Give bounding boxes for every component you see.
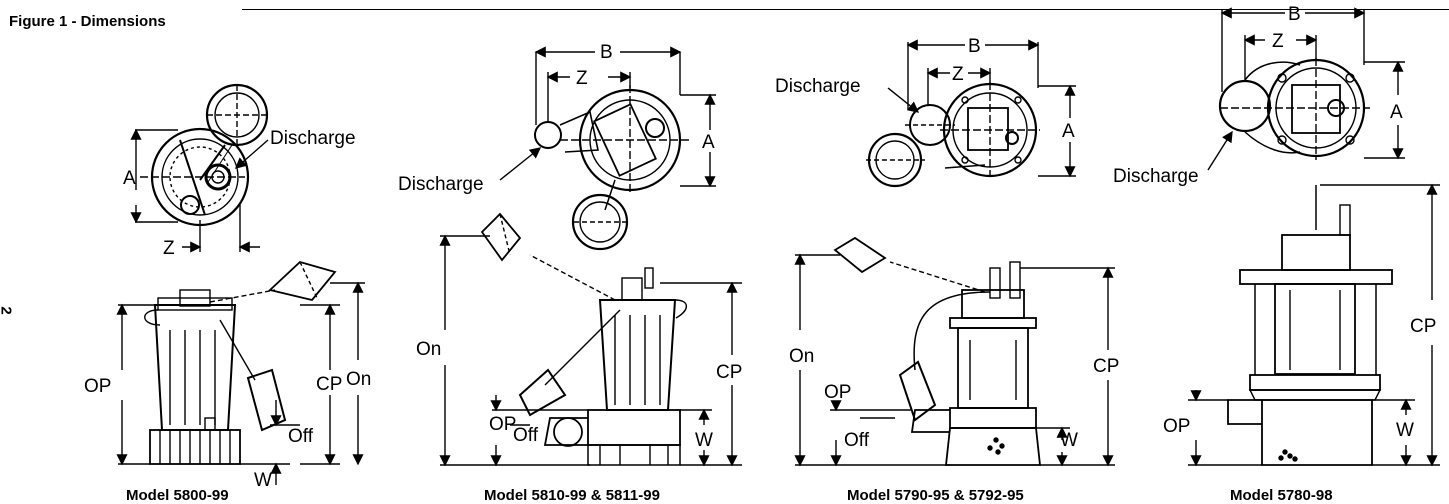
- label-op-5810: OP: [489, 414, 516, 435]
- side-view-5810: [439, 212, 742, 467]
- top-view-5780: [1207, 7, 1405, 171]
- label-on-5800: On: [346, 369, 371, 390]
- label-op-5780: OP: [1163, 416, 1190, 437]
- figure-title: Figure 1 - Dimensions: [9, 13, 166, 30]
- label-w-5790: W: [1060, 430, 1078, 451]
- label-z-5800: Z: [163, 238, 175, 259]
- label-a-5780: A: [1390, 102, 1403, 123]
- label-discharge-5800: Discharge: [270, 128, 356, 149]
- label-w-5780: W: [1396, 420, 1414, 441]
- label-a-5800: A: [123, 168, 136, 189]
- label-a-5810: A: [702, 132, 715, 153]
- label-on-5810: On: [416, 339, 441, 360]
- pump-5810-99: [439, 46, 742, 467]
- model-label-5790-95: Model 5790-95 & 5792-95: [847, 487, 1024, 504]
- side-view-5790: [794, 236, 1115, 467]
- pump-5800-99: [116, 83, 365, 485]
- label-discharge-5790: Discharge: [775, 76, 861, 97]
- label-z-5810: Z: [576, 68, 588, 89]
- pump-5790-95: [794, 39, 1115, 467]
- side-view-5800: [116, 260, 365, 485]
- label-z-5780: Z: [1272, 31, 1284, 52]
- model-label-5810-99: Model 5810-99 & 5811-99: [484, 487, 660, 504]
- label-on-5790: On: [789, 346, 814, 367]
- side-view-5780: [1188, 183, 1440, 467]
- top-view-5810: [499, 46, 716, 251]
- label-cp-5790: CP: [1093, 356, 1119, 377]
- model-label-5780-98: Model 5780-98: [1230, 487, 1333, 504]
- label-w-5810: W: [695, 430, 713, 451]
- label-discharge-5810: Discharge: [398, 174, 484, 195]
- label-a-5790: A: [1062, 121, 1075, 142]
- label-b-5780: B: [1288, 4, 1301, 25]
- label-discharge-5780: Discharge: [1113, 166, 1199, 187]
- top-view-5790: [866, 39, 1076, 188]
- label-z-5790: Z: [952, 64, 964, 85]
- label-b-5790: B: [968, 36, 981, 57]
- label-off-5790: Off: [844, 430, 870, 451]
- label-off-5800: Off: [288, 426, 314, 447]
- label-cp-5800: CP: [316, 374, 342, 395]
- label-cp-5780: CP: [1410, 316, 1436, 337]
- label-w-5800: W: [254, 470, 272, 491]
- label-op-5790: OP: [824, 382, 851, 403]
- pump-5780-98: [1188, 7, 1440, 467]
- header-rule: [242, 9, 1449, 10]
- label-off-5810: Off: [513, 425, 539, 446]
- label-op-5800: OP: [84, 376, 111, 397]
- top-view-5800: [130, 83, 269, 253]
- label-b-5810: B: [600, 42, 613, 63]
- label-cp-5810: CP: [716, 362, 742, 383]
- model-label-5800-99: Model 5800-99: [126, 487, 229, 504]
